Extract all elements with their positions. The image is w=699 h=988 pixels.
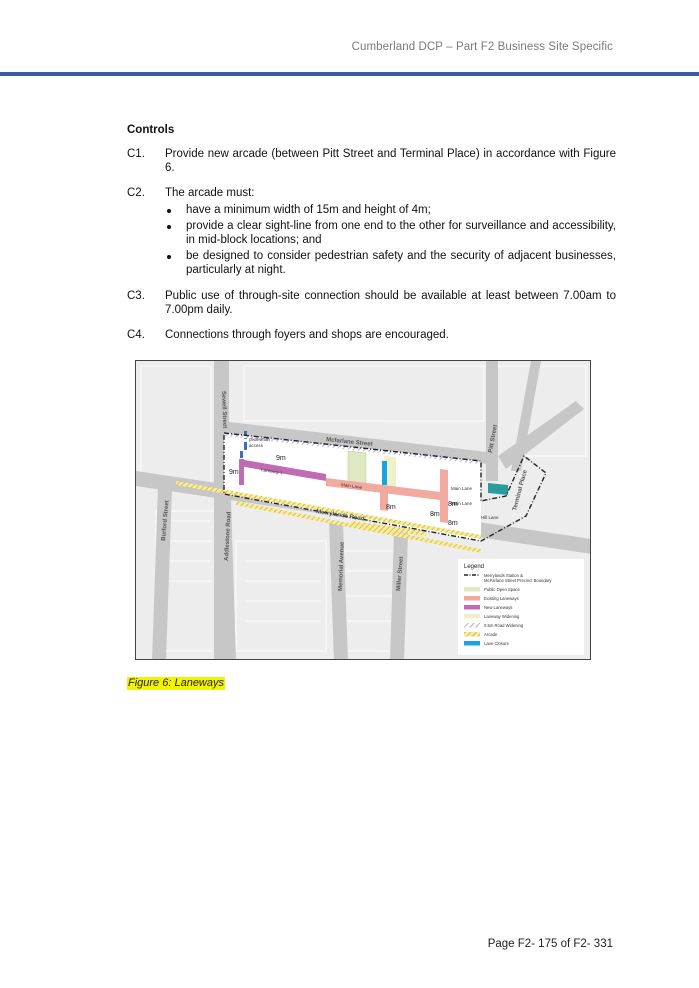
legend-swatch xyxy=(464,623,480,628)
road-widening-hatch xyxy=(224,433,481,464)
legend-swatch xyxy=(464,614,480,619)
legend-swatch xyxy=(464,596,480,601)
document-header-title: Cumberland DCP – Part F2 Business Site S… xyxy=(351,41,613,53)
street-label-burford: Burford Street xyxy=(161,500,171,541)
legend-item: Existing Laneways xyxy=(464,596,519,601)
control-text: Public use of through-site connection sh… xyxy=(165,289,616,317)
controls-heading: Controls xyxy=(127,124,175,136)
laneways-map: Mcfarlane Street Merrylands Road Pitt St… xyxy=(136,361,590,659)
bullet-list: have a minimum width of 15m and height o… xyxy=(165,203,616,278)
map-label-laneway-1: Laneway 1 xyxy=(261,467,284,475)
dimension-label: 8m xyxy=(430,511,440,518)
street-label-mcfarlane: Mcfarlane Street xyxy=(326,437,373,448)
street-label-miller: Miller Street xyxy=(396,556,405,591)
legend-label: Lane Closure xyxy=(484,641,510,646)
legend-item: 0.5m Road Widening xyxy=(464,623,524,628)
dimension-label: 8m xyxy=(448,520,458,527)
control-c3: C3. Public use of through-site connectio… xyxy=(127,289,616,318)
control-number: C2. xyxy=(127,186,145,199)
legend-label: Existing Laneways xyxy=(484,596,519,601)
controls-section: Controls C1. Provide new arcade (between… xyxy=(127,123,616,352)
legend-label: Public Open Space xyxy=(484,587,521,592)
map-label-main-lane-3: Main Lane xyxy=(451,501,473,506)
map-label-access: access xyxy=(249,443,264,448)
control-c2: C2. The arcade must: have a minimum widt… xyxy=(127,186,616,279)
existing-laneways xyxy=(326,469,448,523)
legend-item: Merrylands Station &McFarlane Street Pre… xyxy=(464,573,552,583)
legend-label: 0.5m Road Widening xyxy=(484,623,524,628)
legend-label: Laneway Widening xyxy=(484,614,520,619)
control-c4: C4. Connections through foyers and shops… xyxy=(127,328,616,343)
street-label-memorial: Memorial Avenue xyxy=(338,541,346,591)
new-laneways xyxy=(239,459,326,485)
map-label-pedestrian: pedestrian xyxy=(249,437,271,442)
legend-label: New Laneways xyxy=(484,605,512,610)
arcade-hatch-2 xyxy=(351,521,426,536)
legend-item: New Laneways xyxy=(464,605,512,610)
bullet-item: be designed to consider pedestrian safet… xyxy=(165,249,616,278)
legend-item: Lane Closure xyxy=(464,641,510,646)
street-label-pitt: Pitt Street xyxy=(488,424,499,453)
map-label-hill-lane: Hill Lane xyxy=(481,515,499,520)
control-text: Provide new arcade (between Pitt Street … xyxy=(165,147,616,175)
control-text: Connections through foyers and shops are… xyxy=(165,328,449,341)
laneways-map-figure: Mcfarlane Street Merrylands Road Pitt St… xyxy=(135,360,591,660)
control-text: The arcade must: xyxy=(165,186,255,199)
map-label-main-lane: Main Lane xyxy=(341,482,363,490)
control-number: C4. xyxy=(127,328,145,341)
legend-swatch xyxy=(464,632,480,637)
street-label-sewell: Sewell Street xyxy=(220,391,227,429)
legend-item: Arcade xyxy=(464,632,498,637)
legend-swatch xyxy=(464,641,480,646)
legend-swatch xyxy=(464,587,480,592)
dimension-label: 9m xyxy=(229,469,239,476)
figure-caption: Figure 6: Laneways xyxy=(127,677,225,690)
lane-closure xyxy=(382,461,387,485)
legend-title: Legend xyxy=(464,564,484,570)
bullet-item: have a minimum width of 15m and height o… xyxy=(165,203,616,218)
dimension-label: 8m xyxy=(448,501,458,508)
legend-item: Laneway Widening xyxy=(464,614,520,619)
street-label-addlestone: Addlestone Road xyxy=(224,511,233,561)
control-number: C1. xyxy=(127,147,145,160)
lane-closure-teal xyxy=(488,483,508,495)
control-number: C3. xyxy=(127,289,145,302)
legend-label: Arcade xyxy=(484,632,498,637)
header-divider xyxy=(0,72,699,76)
map-legend: Legend Merrylands Station &McFarlane Str… xyxy=(458,559,584,655)
bullet-item: provide a clear sight-line from one end … xyxy=(165,219,616,248)
dimension-label: 8m xyxy=(386,504,396,511)
legend-swatch xyxy=(464,605,480,610)
legend-label: Merrylands Station &McFarlane Street Pre… xyxy=(484,573,552,583)
control-c1: C1. Provide new arcade (between Pitt Str… xyxy=(127,147,616,176)
dimension-label: 9m xyxy=(276,455,286,462)
map-label-main-lane-2: Main Lane xyxy=(451,486,473,491)
arcade-hatch xyxy=(176,481,481,539)
page-number: Page F2- 175 of F2- 331 xyxy=(487,938,613,950)
legend-item: Public Open Space xyxy=(464,587,521,592)
precinct-boundary xyxy=(223,432,547,542)
